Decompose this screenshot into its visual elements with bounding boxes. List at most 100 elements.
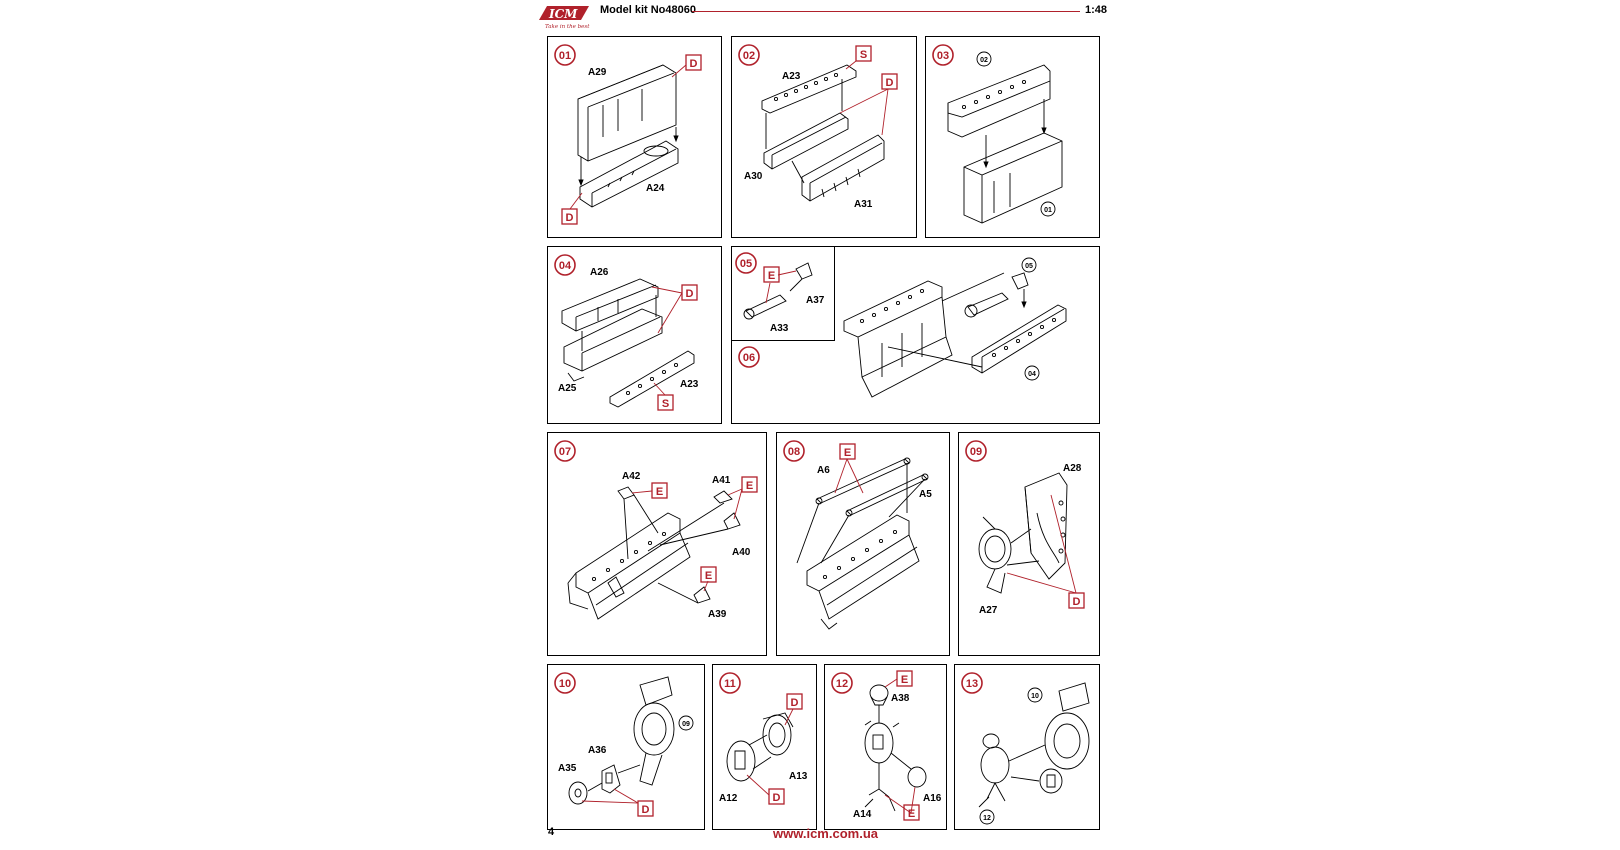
label-a27: A27 (979, 605, 998, 616)
step-03-panel: 03 02 01 (925, 36, 1100, 238)
marker-d-bottom-text: D (566, 212, 574, 224)
kit-scale: 1:48 (1085, 4, 1108, 16)
marker-e-3: E (700, 566, 717, 592)
label-a28: A28 (1063, 463, 1082, 474)
label-a37: A37 (806, 295, 825, 306)
marker-e-1: E (631, 482, 668, 499)
step-05-badge: 05 (735, 252, 757, 274)
label-a24: A24 (646, 183, 665, 194)
a40-part-drawing (723, 512, 741, 530)
label-a29: A29 (588, 67, 607, 78)
step-04-badge: 04 (554, 254, 576, 276)
marker-e-top-text: E (901, 674, 908, 686)
ref-04-text: 04 (1028, 371, 1036, 378)
a29-part-drawing (577, 64, 677, 162)
step-08-number: 08 (788, 446, 800, 458)
label-a16: A16 (923, 793, 942, 804)
header-rule (692, 11, 1080, 12)
marker-e-bottom: E (884, 786, 920, 821)
label-a35: A35 (558, 763, 577, 774)
step-13-panel: 13 10 12 (954, 664, 1100, 830)
ref-04-badge: 04 (1024, 365, 1040, 381)
step-13-number: 13 (966, 678, 978, 690)
a5-part-drawing (845, 473, 929, 517)
website-link[interactable]: www.icm.com.ua (773, 826, 878, 841)
marker-d-text: D (686, 288, 694, 300)
step-01-badge: 01 (554, 44, 576, 66)
marker-d-bottom-text: D (773, 792, 781, 804)
marker-e-bottom-text: E (908, 808, 915, 820)
icm-tagline: Take in the best (545, 24, 590, 30)
marker-d-bottom: D (746, 774, 785, 805)
step-04-panel: 04 A26 A25 A23 (547, 246, 722, 424)
a14-part-drawing (864, 777, 896, 812)
marker-d: D (581, 788, 654, 817)
a36-part-drawing (601, 764, 621, 794)
marker-d: D (839, 73, 898, 136)
body-part-drawing (864, 720, 900, 764)
step-10-badge: 10 (554, 672, 576, 694)
sub-assembly-12-drawing (978, 733, 1010, 808)
ref-09-badge: 09 (678, 715, 694, 731)
step-13-badge: 13 (961, 672, 983, 694)
a23-part-drawing (761, 64, 857, 114)
step-11-panel: 11 A13 A12 D D (712, 664, 817, 830)
marker-e-text: E (768, 270, 775, 282)
label-a23: A23 (782, 71, 801, 82)
marker-d-bottom: D (561, 192, 583, 225)
step-06-number: 06 (743, 352, 755, 364)
marker-e-1-text: E (656, 486, 663, 498)
ref-02-text: 02 (980, 57, 988, 64)
step-11-badge: 11 (719, 672, 741, 694)
step-08-badge: 08 (783, 440, 805, 462)
label-a31: A31 (854, 199, 873, 210)
a28-part-drawing (1024, 472, 1068, 580)
kit-number: Model kit No48060 (600, 4, 696, 16)
ref-10-text: 10 (1031, 693, 1039, 700)
step-09-panel: 09 A28 A27 D (958, 432, 1100, 656)
label-a12: A12 (719, 793, 738, 804)
label-a33: A33 (770, 323, 789, 334)
a26-part-drawing (561, 278, 659, 332)
ref-02-badge: 02 (976, 51, 992, 67)
step-12-badge: 12 (831, 672, 853, 694)
marker-s-text: S (860, 49, 867, 61)
engine-v-drawing (806, 514, 920, 630)
marker-d: D (651, 284, 698, 334)
step-02-panel: 02 A23 A30 A31 (731, 36, 917, 238)
step-03-number: 03 (937, 50, 949, 62)
marker-e: E (834, 443, 864, 494)
a42-part-drawing (617, 486, 635, 500)
label-a14: A14 (853, 809, 872, 820)
step-05-panel: 05 A37 A33 E (731, 246, 835, 341)
a33-part-drawing (743, 294, 787, 320)
a23-part-drawing (609, 350, 695, 408)
marker-e-top: E (884, 670, 913, 688)
marker-s-text: S (662, 398, 669, 410)
step-07-number: 07 (559, 446, 571, 458)
step-12-number: 12 (836, 678, 848, 690)
marker-e: E (763, 266, 797, 304)
page-number: 4 (548, 826, 555, 838)
a39-part-drawing (693, 586, 711, 604)
label-a38: A38 (891, 693, 910, 704)
a31-part-drawing (801, 134, 885, 202)
step-09-number: 09 (970, 446, 982, 458)
ref-12-text: 12 (983, 815, 991, 822)
sub-assembly-05-drawing (964, 272, 1029, 318)
a25-part-drawing (563, 308, 663, 382)
marker-d: D (1006, 494, 1085, 609)
icm-logo: ICM Take in the best (539, 6, 590, 30)
label-a13: A13 (789, 771, 808, 782)
label-a6: A6 (817, 465, 830, 476)
engine-block-drawing (843, 280, 953, 398)
label-a39: A39 (708, 609, 727, 620)
step-02-badge: 02 (738, 44, 760, 66)
step-08-panel: 08 A6 A5 (776, 432, 950, 656)
label-a23: A23 (680, 379, 699, 390)
a30-part-drawing (763, 112, 849, 170)
label-a30: A30 (744, 171, 763, 182)
ref-10-badge: 10 (1027, 687, 1043, 703)
a35-part-drawing (568, 781, 588, 805)
